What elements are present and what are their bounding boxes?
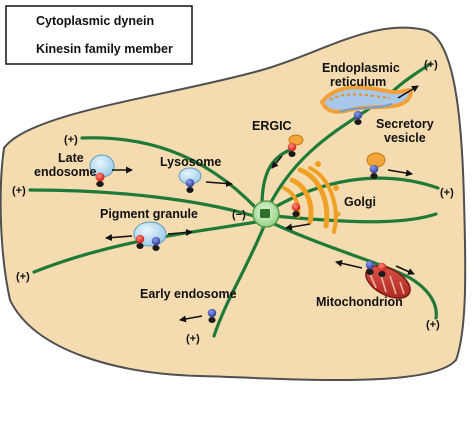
label-secretory-line1: Secretory — [376, 117, 434, 131]
plus-end-secretory: (+) — [440, 187, 454, 199]
microtubule-early-endo — [212, 224, 266, 338]
kinesin-motor-secretory — [369, 164, 379, 179]
plus-end-late-endosome: (+) — [64, 134, 78, 146]
dynein-motor-golgi — [291, 202, 301, 217]
label-lysosome: Lysosome — [160, 155, 221, 169]
plus-end-pigment: (+) — [16, 271, 30, 283]
label-er-line1: Endoplasmic — [322, 61, 400, 75]
label-late-endosome-line2: endosome — [34, 165, 97, 179]
kinesin-motor-lysosome — [185, 178, 195, 193]
arrow-pigment-right — [167, 229, 193, 236]
arrow-golgi — [285, 223, 311, 231]
arrow-ergic — [271, 155, 283, 169]
labels: Endoplasmic reticulum ERGIC Secretory ve… — [34, 61, 434, 309]
cell-body — [0, 26, 467, 382]
microtubule-late-endo — [80, 136, 258, 210]
minus-end-centrosome: (−) — [232, 209, 246, 221]
microtubule-ergic — [260, 148, 292, 208]
label-late-endosome-line1: Late — [58, 151, 84, 165]
arrow-early-endosome — [179, 315, 203, 323]
label-golgi: Golgi — [344, 195, 376, 209]
microtubule-golgi-lower — [272, 212, 438, 224]
kinesin-motor-early-endosome — [207, 308, 217, 323]
kinesin-motor-pigment — [151, 236, 161, 251]
plus-end-early-endosome: (+) — [186, 333, 200, 345]
microtubule-secretory — [268, 176, 440, 212]
direction-arrows — [105, 85, 419, 323]
label-ergic: ERGIC — [252, 119, 292, 133]
microtubule-end-labels: (+) (+) (+) (+) (−) (+) (+) (+) — [12, 59, 454, 345]
golgi-apparatus — [282, 161, 341, 234]
plus-end-lysosome: (+) — [12, 185, 26, 197]
ergic-vesicle — [288, 134, 304, 146]
arrow-lysosome — [205, 180, 233, 188]
plus-end-er: (+) — [424, 59, 438, 71]
secretory-vesicle — [366, 152, 386, 168]
dynein-motor-pigment — [135, 234, 145, 249]
centrosome — [252, 200, 280, 228]
label-mitochondrion: Mitochondrion — [316, 295, 403, 309]
arrow-mito-left — [335, 259, 363, 269]
label-er-line2: reticulum — [330, 75, 386, 89]
arrow-mito-right — [395, 265, 415, 275]
arrow-pigment-left — [105, 234, 133, 242]
endoplasmic-reticulum — [319, 85, 413, 114]
dynein-motor-late-endosome — [95, 172, 105, 187]
kinesin-motor-er — [353, 110, 363, 125]
label-early-endosome: Early endosome — [140, 287, 237, 301]
dynein-motor-mito — [377, 262, 387, 277]
label-secretory-line2: vesicle — [384, 131, 426, 145]
dynein-motor-ergic — [287, 142, 297, 157]
arrow-secretory — [387, 169, 413, 177]
microtubule-lysosome — [28, 188, 256, 218]
kinesin-motor-mito — [365, 260, 375, 275]
label-pigment-granule: Pigment granule — [100, 207, 198, 221]
legend-dynein-label: Cytoplasmic dynein — [36, 14, 154, 28]
legend-kinesin-label: Kinesin family member — [36, 42, 173, 56]
plus-end-mito: (+) — [426, 319, 440, 331]
legend: Cytoplasmic dynein Kinesin family member — [5, 5, 193, 65]
arrow-er — [397, 85, 419, 99]
